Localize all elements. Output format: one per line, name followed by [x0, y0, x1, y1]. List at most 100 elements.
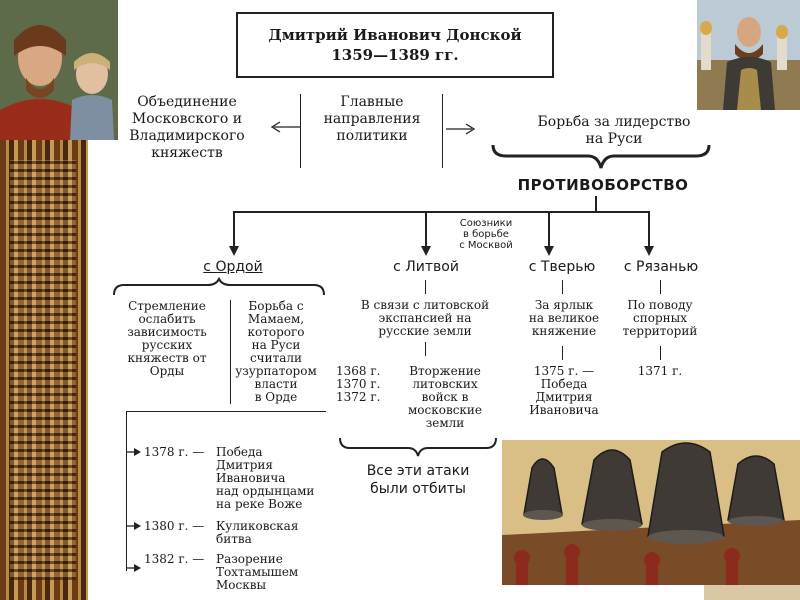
horde-event-3-line: Москвы [216, 578, 267, 592]
left-node-line: Владимирского [129, 128, 245, 144]
ryazan-event: 1371 г. [637, 364, 683, 378]
branch-label-lithuania: с Литвой [393, 259, 459, 275]
tver-tick-2 [562, 346, 563, 360]
lithuania-result: Все эти атаки были отбиты [338, 462, 498, 498]
brace-lithuania [339, 437, 497, 457]
center-node-main-directions: Главные направления политики [302, 94, 442, 145]
horde-goal-line: русских [141, 338, 193, 352]
ryazan-desc-line: По поводу [627, 298, 693, 312]
ornament-strip-image [0, 0, 118, 600]
arrow-right [446, 123, 476, 135]
branch-horde-line [233, 211, 235, 247]
horde-events-spine [126, 411, 127, 571]
portrait-right-illustration [697, 0, 800, 110]
horde-goal-line: ослабить [138, 312, 196, 326]
lithuania-invasion-line: литовских [412, 377, 478, 391]
branch-label-horde: с Ордой [203, 259, 263, 275]
branch-lithuania-line [425, 211, 427, 247]
lithuania-invasion: Вторжение литовских войск в московские з… [394, 365, 496, 430]
center-node-line: направления [323, 111, 421, 127]
opposition-label: ПРОТИВОБОРСТВО [517, 176, 689, 194]
horde-event-2-line: Куликовская [216, 519, 299, 533]
horde-event-arrow-3 [126, 564, 141, 572]
horde-event-3-line: Разорение [216, 552, 283, 566]
lithuania-desc: В связи с литовской экспансией на русски… [344, 299, 506, 338]
ryazan-desc-line: территорий [622, 324, 698, 338]
bells-image [502, 440, 800, 585]
ryazan-tick [660, 280, 661, 294]
horde-goal-line: Орды [149, 364, 185, 378]
branch-ryazan-arrowhead [644, 246, 654, 256]
allies-note: Союзники в борьбе с Москвой [438, 218, 534, 251]
brace-horde [113, 277, 325, 296]
horde-event-3-text: Разорение Тохтамышем Москвы [216, 553, 334, 592]
lithuania-year: 1370 г. [336, 377, 381, 391]
center-bracket-right [442, 94, 443, 168]
lithuania-result-line: Все эти атаки [366, 463, 470, 479]
arrow-left [270, 121, 300, 133]
right-node-line: на Руси [585, 131, 643, 147]
opposition-stem [595, 196, 597, 212]
left-node-unification: Объединение Московского и Владимирского … [108, 94, 266, 162]
lithuania-tick-2 [425, 342, 426, 356]
center-node-line: политики [336, 128, 408, 144]
portrait-image-right [697, 0, 800, 110]
lithuania-year: 1372 г. [336, 390, 381, 404]
tver-event: 1375 г. — Победа Дмитрия Ивановича [518, 365, 610, 417]
branch-label-tver: с Тверью [528, 259, 596, 275]
allies-note-line: в борьбе [463, 229, 509, 240]
lithuania-desc-line: русские земли [378, 324, 472, 338]
left-node-line: Объединение [137, 94, 237, 110]
horde-event-3-year: 1382 г. — [144, 552, 205, 566]
horde-mamai-line: Мамаем, [247, 312, 305, 326]
branch-ryazan-line [648, 211, 650, 247]
tver-desc-line: За ярлык [534, 298, 594, 312]
left-node-line: Московского и [131, 111, 243, 127]
horde-mamai-line: Борьба с [248, 299, 304, 313]
lithuania-tick [425, 280, 426, 294]
ryazan-tick-2 [660, 346, 661, 360]
horde-event-1-line: на реке Воже [216, 497, 303, 511]
lithuania-year: 1368 г. [336, 364, 381, 378]
title-name: Дмитрий Иванович Донской [268, 26, 522, 44]
tver-tick [562, 280, 563, 294]
center-node-line: Главные [340, 94, 404, 110]
branch-label-ryazan: с Рязанью [623, 259, 699, 275]
bells-illustration [502, 440, 800, 585]
branch-tver-arrowhead [544, 246, 554, 256]
horde-event-1-text: Победа Дмитрия Ивановича над ордынцами н… [216, 446, 334, 511]
portrait-image-left [0, 0, 118, 140]
ornament-texture-overlay [10, 160, 76, 580]
title-years: 1359—1389 гг. [331, 46, 459, 64]
horde-mamai-line: которого [247, 325, 305, 339]
tver-desc-line: на великое [528, 311, 600, 325]
horde-event-1-line: Победа [216, 445, 263, 459]
right-node-line: Борьба за лидерство [537, 114, 691, 130]
brace-leadership [491, 144, 711, 169]
branch-horde-arrowhead [229, 246, 239, 256]
horde-event-1-year: 1378 г. — [144, 445, 205, 459]
tver-desc-line: княжение [531, 324, 597, 338]
horde-event-arrow-2 [126, 522, 141, 530]
horde-event-1-line: Дмитрия [216, 458, 273, 472]
lithuania-invasion-line: московские [407, 403, 483, 417]
horde-mamai-line: в Орде [254, 390, 298, 404]
lithuania-invasion-line: войск в [421, 390, 469, 404]
ryazan-desc-line: спорных [633, 311, 687, 325]
diagram-sheet-extension [88, 110, 800, 440]
tver-event-line: Победа [540, 377, 588, 391]
horde-mamai-line: узурпатором [235, 364, 317, 378]
lithuania-invasion-line: земли [425, 416, 465, 430]
horde-column-divider [230, 300, 231, 404]
horde-mamai-line: власти [254, 377, 298, 391]
branch-lithuania-arrowhead [421, 246, 431, 256]
horde-events-top-line [126, 411, 326, 412]
horde-event-arrow-1 [126, 448, 141, 456]
lithuania-invasion-line: Вторжение [409, 364, 481, 378]
left-node-line: княжеств [151, 145, 223, 161]
allies-note-line: Союзники [459, 218, 513, 229]
lithuania-desc-line: экспансией на [378, 311, 472, 325]
horde-goal: Стремление ослабить зависимость русских … [112, 300, 222, 378]
horde-event-2-year: 1380 г. — [144, 519, 205, 533]
horde-event-2-line: битва [216, 532, 252, 546]
